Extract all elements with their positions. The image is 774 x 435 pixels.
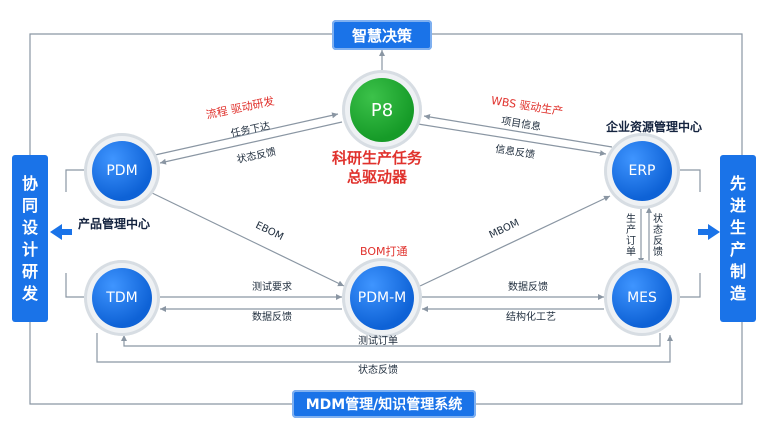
collaborative-rd-box: 协同设计研发 <box>12 155 48 322</box>
left-arrow-icon <box>50 224 62 240</box>
advanced-manufacturing-box: 先进生产制造 <box>720 155 756 322</box>
pdm-node[interactable]: PDM <box>84 133 160 209</box>
status-feedback-bottom-label: 状态反馈 <box>358 365 398 376</box>
mes-node[interactable]: MES <box>604 260 680 336</box>
frame-top-right <box>432 33 743 155</box>
pdm-m-node[interactable]: PDM-M <box>342 258 422 338</box>
tdm-node[interactable]: TDM <box>84 260 160 336</box>
test-request-label: 测试要求 <box>252 282 292 293</box>
pdm-m-label: PDM-M <box>350 266 414 330</box>
data-feedback-left-label: 数据反馈 <box>252 312 292 323</box>
p8-node[interactable]: P8 <box>342 70 422 150</box>
structured-process-label: 结构化工艺 <box>506 312 556 323</box>
tdm-label: TDM <box>92 268 152 328</box>
data-feedback-right-label: 数据反馈 <box>508 282 548 293</box>
status-feedback-vertical-label: 状态反馈 <box>653 214 663 258</box>
bom-link-label: BOM打通 <box>360 245 408 258</box>
right-arrow-icon <box>708 224 720 240</box>
mdm-knowledge-box: MDM管理/知识管理系统 <box>292 390 476 418</box>
core-title-line1: 科研生产任务 <box>332 149 423 167</box>
mes-label: MES <box>612 268 672 328</box>
frame-bottom-left <box>29 322 292 405</box>
production-order-label: 生产订单 <box>626 214 636 258</box>
product-center-title: 产品管理中心 <box>78 217 151 231</box>
pdm-label: PDM <box>92 141 152 201</box>
p8-label: P8 <box>350 78 414 142</box>
test-order-label: 测试订单 <box>358 336 398 347</box>
erp-node[interactable]: ERP <box>604 133 680 209</box>
frame-bottom-right <box>476 322 743 405</box>
frame-top-left <box>29 33 332 155</box>
erp-center-title: 企业资源管理中心 <box>606 120 703 134</box>
erp-label: ERP <box>612 141 672 201</box>
smart-decision-box: 智慧决策 <box>332 20 432 50</box>
core-title-line2: 总驱动器 <box>347 168 408 186</box>
